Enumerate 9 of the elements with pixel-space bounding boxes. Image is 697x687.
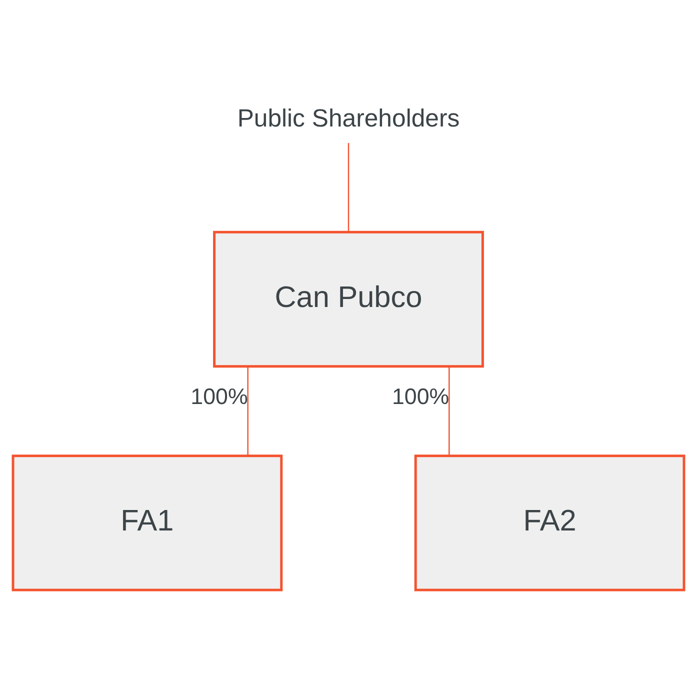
node-box: FA2 bbox=[414, 454, 686, 591]
connector bbox=[348, 142, 350, 232]
edge-label: 100% bbox=[392, 383, 450, 408]
connector bbox=[247, 366, 248, 455]
node-text: Public Shareholders bbox=[237, 105, 460, 132]
edge-label: 100% bbox=[190, 383, 248, 408]
node-box: Can Pubco bbox=[213, 230, 484, 368]
node-box: FA1 bbox=[12, 454, 283, 591]
connector bbox=[448, 366, 450, 455]
